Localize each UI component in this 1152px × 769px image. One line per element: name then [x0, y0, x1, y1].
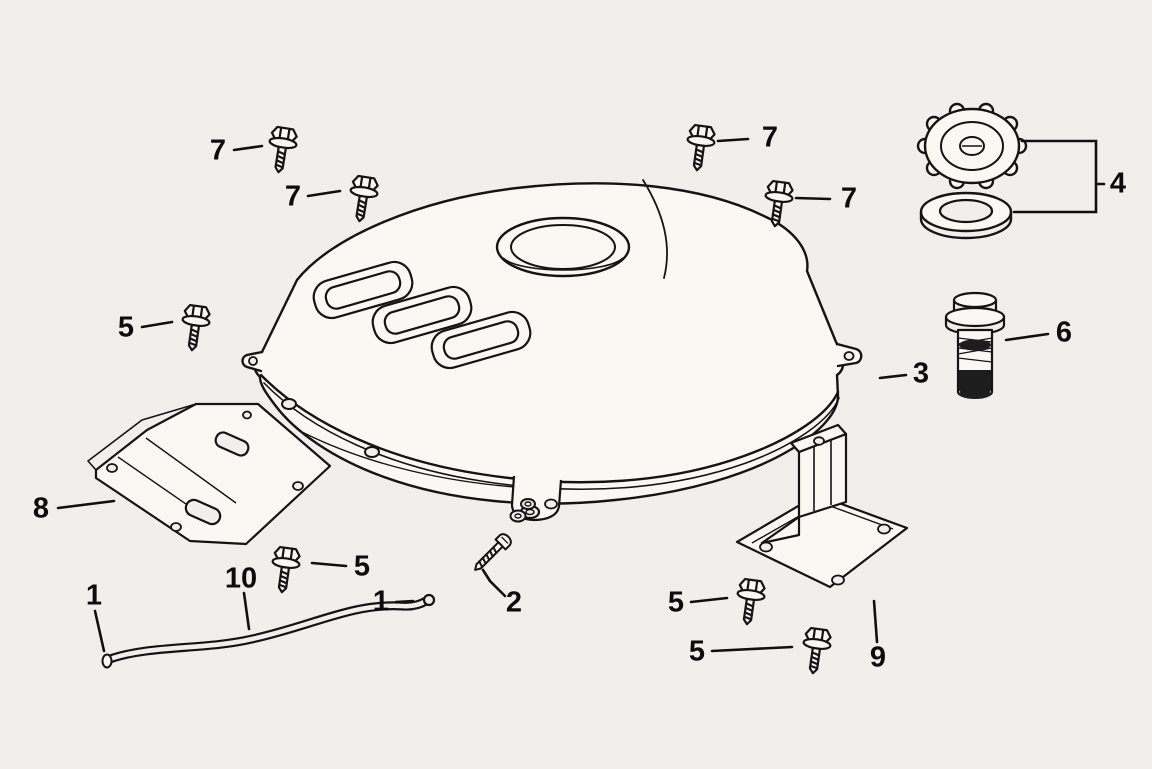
fuel-strainer: [944, 291, 1006, 399]
hose-end-left: [101, 653, 113, 669]
leader-6: [1004, 332, 1050, 342]
callout-5-3: 5: [667, 586, 685, 619]
callout-5-1: 5: [117, 311, 135, 344]
callout-1-2: 1: [372, 585, 390, 618]
bolt-7-2: [344, 173, 381, 225]
fuel-hose: [101, 593, 436, 669]
tank-seam: [259, 373, 840, 484]
louver: [371, 285, 473, 345]
leader-5-1: [140, 320, 174, 329]
fuel-cap: [916, 102, 1028, 190]
callout-7-1: 7: [209, 134, 227, 167]
leader-1-1: [93, 609, 106, 653]
bolt-5-3: [732, 577, 768, 628]
callout-7-4: 7: [840, 182, 858, 215]
leader-4: [1012, 139, 1106, 214]
leader-5-2: [310, 561, 348, 568]
joint-screw: [474, 498, 536, 571]
leader-8: [56, 499, 116, 510]
tank-bracket: [735, 423, 909, 589]
leader-9: [872, 599, 879, 644]
bolt-7-3: [682, 123, 718, 174]
louver: [430, 310, 532, 370]
hose-end-right: [422, 593, 436, 607]
leader-lines: [56, 137, 1106, 653]
spring-washers: [509, 498, 536, 523]
tank-seam-lower: [263, 382, 840, 491]
callout-6: 6: [1055, 316, 1073, 349]
mounting-plate: [87, 402, 332, 546]
bolt-5-1: [177, 303, 213, 354]
cap-gasket: [919, 191, 1013, 240]
leader-5-3: [689, 596, 729, 604]
callout-2: 2: [505, 586, 523, 619]
louver: [312, 260, 414, 320]
leader-1-2: [394, 599, 415, 604]
callout-10: 10: [224, 562, 258, 595]
callout-4: 4: [1109, 167, 1127, 200]
filler-neck: [495, 216, 631, 278]
leader-10: [242, 591, 251, 631]
leader-3: [878, 373, 908, 380]
leader-7-3: [716, 137, 750, 143]
leader-7-2: [306, 189, 342, 198]
leader-7-4: [794, 196, 832, 201]
bolt-7-1: [263, 124, 300, 176]
leader-2: [481, 568, 507, 598]
callout-1-1: 1: [85, 579, 103, 612]
leader-7-1: [232, 144, 264, 152]
tank-louvers: [312, 260, 532, 370]
callout-8: 8: [32, 492, 50, 525]
callout-5-2: 5: [353, 550, 371, 583]
callout-5-4: 5: [688, 635, 706, 668]
leader-5-4: [710, 645, 794, 653]
bolt-5-2: [267, 545, 303, 596]
callout-3: 3: [912, 357, 930, 390]
bolt-5-4: [798, 626, 834, 677]
callout-7-3: 7: [761, 121, 779, 154]
callout-7-2: 7: [284, 180, 302, 213]
callout-9: 9: [869, 641, 887, 674]
